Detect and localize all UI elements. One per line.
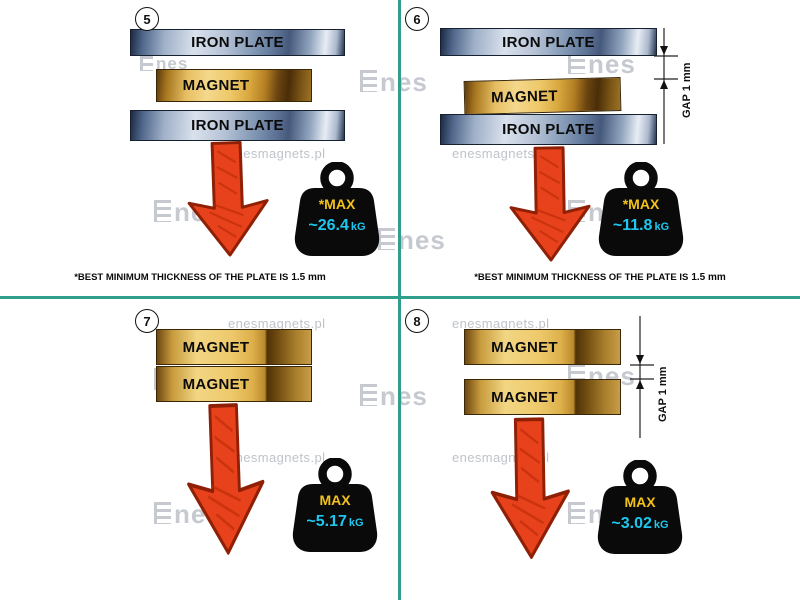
footnote-value: 1.5 mm [291, 272, 326, 283]
iron-plate-bottom: IRON PLATE [130, 110, 345, 141]
weight-unit: kG [653, 519, 669, 531]
footnote-text: *BEST MINIMUM THICKNESS OF THE PLATE IS [74, 272, 289, 283]
panel-number: 6 [405, 7, 429, 31]
gap-dimension: GAP 1 mm [654, 28, 693, 144]
enes-logo-icon [568, 502, 585, 524]
iron-plate-label: IRON PLATE [502, 121, 595, 138]
enes-logo-icon [154, 502, 171, 524]
iron-plate-top: IRON PLATE [440, 28, 657, 56]
gap-label: GAP 1 mm [657, 366, 669, 422]
footnote-text: *BEST MINIMUM THICKNESS OF THE PLATE IS [474, 272, 689, 283]
enes-logo-icon [140, 56, 153, 71]
weight-value-number: ~5.17 [306, 513, 347, 530]
gap-dimension: GAP 1 mm [630, 316, 669, 438]
weight-max-label: MAX [624, 494, 656, 510]
watermark-url: enesmagnets.pl [228, 450, 326, 465]
magnet-label: MAGNET [182, 375, 250, 393]
magnet-bar-bottom: MAGNET [464, 379, 621, 415]
magnet-bar-top: MAGNET [464, 329, 621, 365]
kettlebell-shape [598, 162, 684, 256]
iron-plate-top: IRON PLATE [130, 29, 345, 56]
weight-max-label: MAX [319, 492, 351, 508]
weight-value-number: ~3.02 [611, 515, 652, 532]
watermark-url: enesmagnets.pl [228, 316, 326, 331]
iron-plate-label: IRON PLATE [191, 117, 284, 134]
vertical-divider [398, 0, 401, 600]
magnet-label: MAGNET [182, 77, 250, 94]
weight-unit: kG [348, 517, 364, 529]
panel-number: 7 [135, 309, 159, 333]
weight-max-label: *MAX [318, 196, 356, 212]
iron-plate-label: IRON PLATE [502, 33, 595, 51]
kettlebell-shape [294, 162, 380, 256]
iron-plate-bottom: IRON PLATE [440, 114, 657, 145]
weight-value-number: ~26.4 [308, 217, 349, 234]
magnet-bar-top: MAGNET [156, 329, 312, 365]
weight-unit: kG [350, 221, 366, 233]
iron-plate-label: IRON PLATE [191, 34, 284, 51]
magnet-label: MAGNET [491, 338, 558, 356]
watermark-url: enesmagnets.pl [452, 146, 550, 161]
magnet-label: MAGNET [491, 388, 558, 406]
weight-value-number: ~11.8 [612, 217, 653, 234]
enes-logo-icon [360, 384, 377, 406]
force-arrow-down [509, 146, 591, 262]
magnet-label: MAGNET [490, 87, 559, 106]
watermark-logo: nes [378, 227, 446, 253]
footnote-value: 1.5 mm [691, 272, 726, 283]
watermark-url: enesmagnets.pl [452, 316, 550, 331]
weight-max-label: *MAX [622, 196, 660, 212]
kettlebell-shape [292, 458, 378, 552]
force-arrow-down [187, 403, 265, 555]
enes-logo-icon [360, 70, 377, 92]
weight-unit: kG [654, 221, 670, 233]
panel-number: 8 [405, 309, 429, 333]
horizontal-divider [0, 296, 800, 299]
kettlebell-shape [597, 460, 683, 554]
gap-label: GAP 1 mm [681, 62, 693, 118]
magnet-bar-bottom: MAGNET [156, 366, 312, 402]
magnet-label: MAGNET [182, 338, 250, 356]
watermark-logo: nes [360, 383, 428, 409]
watermark-logo: nes [140, 55, 188, 72]
enes-logo-icon [154, 200, 171, 222]
magnet-bar: MAGNET [463, 76, 622, 116]
panel-number: 5 [135, 7, 159, 31]
force-arrow-down [187, 141, 269, 257]
watermark-logo: nes [360, 69, 428, 95]
magnet-bar: MAGNET [156, 69, 312, 102]
enes-logo-icon [568, 52, 585, 74]
watermark-url: enesmagnets.pl [228, 146, 326, 161]
force-arrow-down [490, 417, 570, 559]
enes-logo-icon [378, 228, 395, 250]
